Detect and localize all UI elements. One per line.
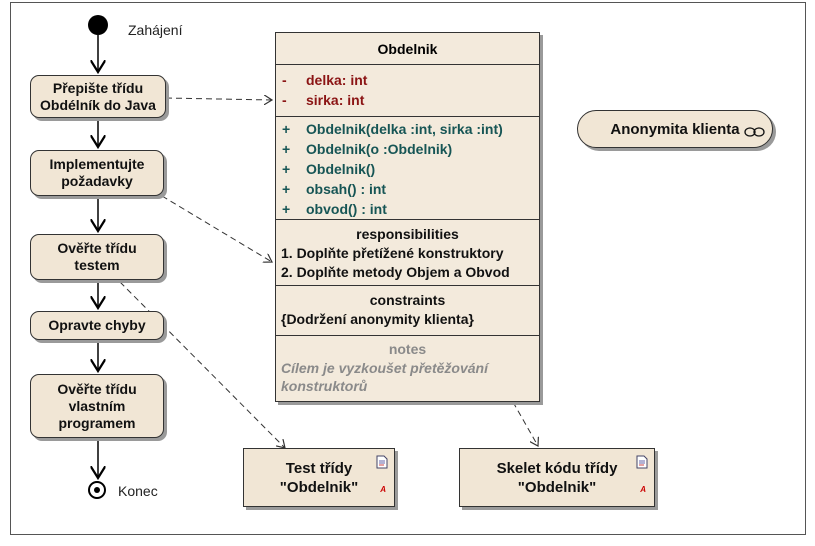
operation-row: + obsah() : int xyxy=(282,181,387,197)
responsibilities-title: responsibilities xyxy=(356,226,459,242)
notes-text: Cílem je vyzkoušet přetěžování konstrukt… xyxy=(281,360,488,394)
class-name: Obdelnik xyxy=(276,33,539,65)
operation-row: + Obdelnik(o :Obdelnik) xyxy=(282,141,453,157)
constraints-title: constraints xyxy=(369,292,446,308)
end-label: Konec xyxy=(118,483,158,499)
initial-node[interactable] xyxy=(88,15,108,35)
attribute-row: - delka: int xyxy=(282,72,368,88)
artifact-class-skeleton[interactable]: Skelet kódu třídy "Obdelnik" A xyxy=(459,448,655,507)
constraint-item: {Dodržení anonymity klienta} xyxy=(281,311,474,327)
action-verify-with-test[interactable]: Ověřte třídu testem xyxy=(30,234,164,280)
responsibilities-compartment: responsibilities 1. Doplňte přetížené ko… xyxy=(276,220,539,286)
attributes-compartment: - delka: int - sirka: int xyxy=(276,65,539,117)
start-label: Zahájení xyxy=(128,22,183,38)
constraints-compartment: constraints {Dodržení anonymity klienta} xyxy=(276,286,539,336)
notes-title: notes xyxy=(388,341,427,357)
operation-row: + obvod() : int xyxy=(282,201,387,217)
class-obdelnik[interactable]: Obdelnik - delka: int - sirka: int + Obd… xyxy=(275,32,540,402)
artifact-test-label: Test třídy "Obdelnik" xyxy=(279,459,359,496)
operation-row: + Obdelnik() xyxy=(282,161,376,177)
operations-compartment: + Obdelnik(delka :int, sirka :int) + Obd… xyxy=(276,117,539,220)
artifact-marker-icon: A xyxy=(380,485,386,494)
action-implement-requirements[interactable]: Implementujte požadavky xyxy=(30,150,164,196)
responsibility-item: 2. Doplňte metody Objem a Obvod xyxy=(281,264,510,280)
action-verify-own-program[interactable]: Ověřte třídu vlastním programem xyxy=(30,374,164,438)
document-icon xyxy=(376,455,388,469)
artifact-skeleton-label: Skelet kódu třídy "Obdelnik" xyxy=(496,459,618,496)
usecase-link-icon xyxy=(744,127,765,137)
attribute-row: - sirka: int xyxy=(282,92,365,108)
action-rewrite-class[interactable]: Přepište třídu Obdélník do Java xyxy=(30,75,166,118)
artifact-marker-icon: A xyxy=(640,485,646,494)
usecase-client-anonymity[interactable]: Anonymita klienta xyxy=(577,110,773,148)
usecase-label: Anonymita klienta xyxy=(610,120,740,138)
operation-row: + Obdelnik(delka :int, sirka :int) xyxy=(282,121,503,137)
artifact-test-class[interactable]: Test třídy "Obdelnik" A xyxy=(243,448,395,507)
notes-compartment: notes Cílem je vyzkoušet přetěžování kon… xyxy=(276,336,539,395)
document-icon xyxy=(636,455,648,469)
responsibility-item: 1. Doplňte přetížené konstruktory xyxy=(281,245,504,261)
final-node[interactable] xyxy=(88,481,106,499)
action-fix-bugs[interactable]: Opravte chyby xyxy=(30,311,164,340)
